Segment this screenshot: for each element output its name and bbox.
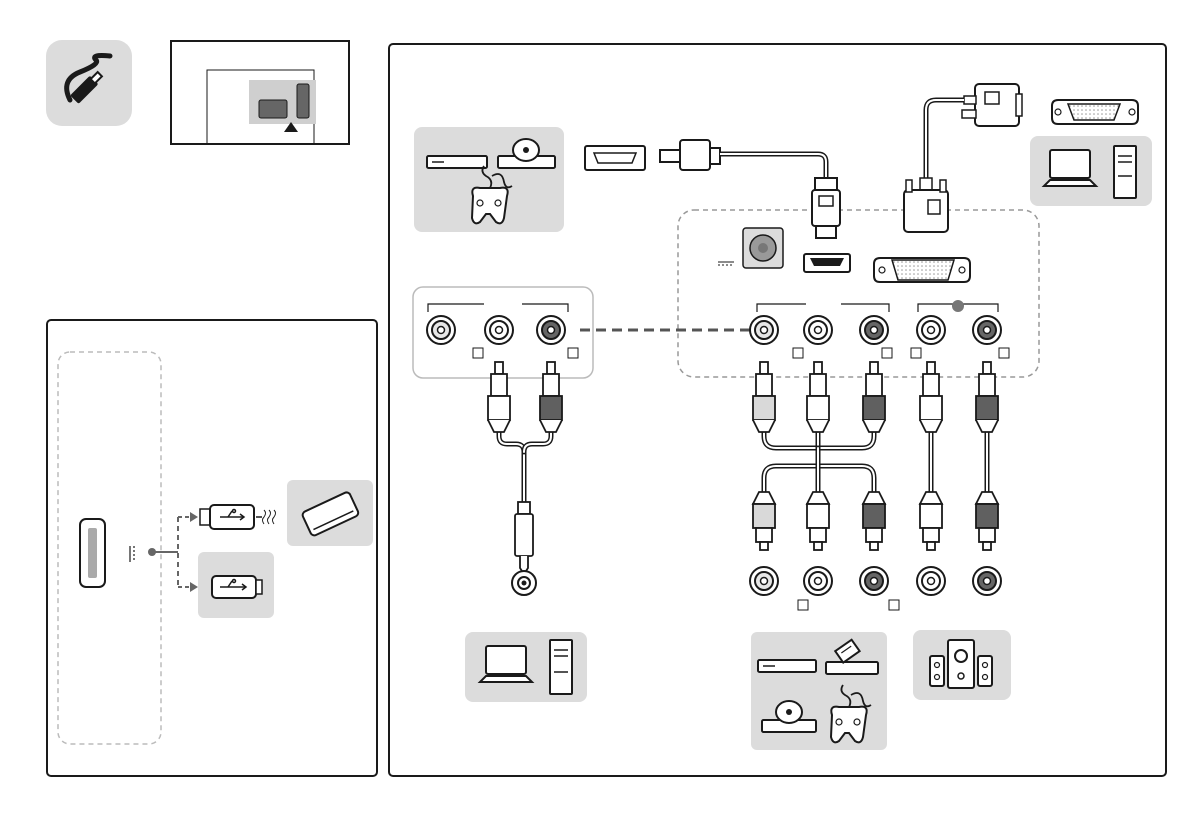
- desktop-tower-icon: [550, 640, 572, 694]
- usb-port: [80, 519, 105, 587]
- external-hdd-icon: [287, 480, 373, 546]
- usb-panel: [47, 320, 377, 776]
- device-jack-2: [804, 567, 832, 595]
- tv-bottom-plug-5: [976, 492, 998, 550]
- device-jack-1: [750, 567, 778, 595]
- dvd-player-icon: [758, 660, 816, 672]
- av-devices-bottom: [751, 632, 887, 750]
- av-source-devices: [414, 127, 564, 232]
- speaker-system-icon: [913, 630, 1011, 700]
- device-jack-3: [860, 567, 888, 595]
- hdmi-port: [585, 146, 645, 170]
- tv-bottom-plug-1: [753, 492, 775, 550]
- pc-devices-top: [1030, 136, 1152, 206]
- dvd-player-icon: [427, 156, 487, 168]
- desktop-tower-icon: [1114, 146, 1136, 198]
- usb-flash-drive-icon: [198, 552, 274, 618]
- laptop-icon: [480, 646, 532, 682]
- tv-jack-5: [973, 316, 1001, 344]
- device-jack-4: [917, 567, 945, 595]
- av-jack-audio-left: [485, 316, 513, 344]
- tv-jack-4: [917, 316, 945, 344]
- tv-bottom-plug-4: [920, 492, 942, 550]
- device-jack-5: [973, 567, 1001, 595]
- vga-port-icon: [1052, 100, 1138, 124]
- hdmi-in-port: [804, 254, 850, 272]
- pc-devices-bottom: [465, 632, 587, 702]
- tv-jack-1: [750, 316, 778, 344]
- vga-port: [874, 258, 970, 282]
- tv-bottom-plug-3: [863, 492, 885, 550]
- laptop-icon: [1044, 150, 1096, 186]
- power-cable-icon: [46, 40, 132, 126]
- av-jack-video: [427, 316, 455, 344]
- av-jack-audio-right: [537, 316, 565, 344]
- side-panel-inset: [171, 41, 349, 144]
- tv-bottom-plug-2: [807, 492, 829, 550]
- pc-audio-jack: [512, 571, 536, 595]
- tv-jack-2: [804, 316, 832, 344]
- tv-jack-3: [860, 316, 888, 344]
